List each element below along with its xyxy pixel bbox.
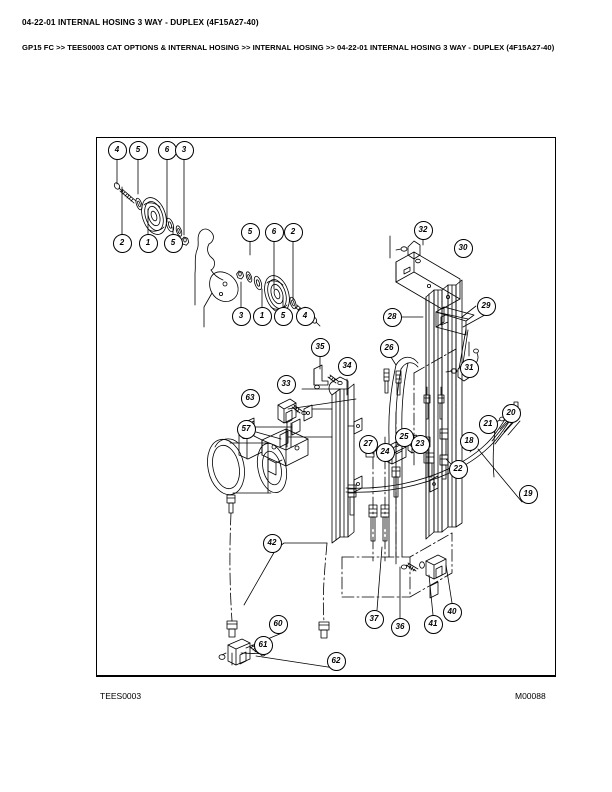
callout-2[interactable]: 2 xyxy=(112,233,132,253)
callout-1[interactable]: 1 xyxy=(138,233,158,253)
callout-42[interactable]: 42 xyxy=(262,533,282,553)
callout-27[interactable]: 27 xyxy=(358,434,378,454)
callout-24[interactable]: 24 xyxy=(375,442,395,462)
callout-33[interactable]: 33 xyxy=(276,374,296,394)
callout-32[interactable]: 32 xyxy=(413,220,433,240)
callout-29[interactable]: 29 xyxy=(476,296,496,316)
callout-21[interactable]: 21 xyxy=(478,414,498,434)
callout-26[interactable]: 26 xyxy=(379,338,399,358)
callout-6[interactable]: 6 xyxy=(157,140,177,160)
callout-35[interactable]: 35 xyxy=(310,337,330,357)
callout-6[interactable]: 6 xyxy=(264,222,284,242)
callout-19[interactable]: 19 xyxy=(518,484,538,504)
callout-62[interactable]: 62 xyxy=(326,651,346,671)
callout-2[interactable]: 2 xyxy=(283,222,303,242)
callout-61[interactable]: 61 xyxy=(253,635,273,655)
callout-36[interactable]: 36 xyxy=(390,617,410,637)
callout-18[interactable]: 18 xyxy=(459,431,479,451)
diagram-artwork xyxy=(96,137,556,676)
callout-5[interactable]: 5 xyxy=(273,306,293,326)
callout-5[interactable]: 5 xyxy=(163,233,183,253)
callout-3[interactable]: 3 xyxy=(231,306,251,326)
callout-28[interactable]: 28 xyxy=(382,307,402,327)
callout-20[interactable]: 20 xyxy=(501,403,521,423)
callout-57[interactable]: 57 xyxy=(236,419,256,439)
callout-30[interactable]: 30 xyxy=(453,238,473,258)
callout-41[interactable]: 41 xyxy=(423,614,443,634)
callout-3[interactable]: 3 xyxy=(174,140,194,160)
callout-22[interactable]: 22 xyxy=(448,459,468,479)
callout-4[interactable]: 4 xyxy=(107,140,127,160)
callout-5[interactable]: 5 xyxy=(240,222,260,242)
breadcrumb: GP15 FC >> TEES0003 CAT OPTIONS & INTERN… xyxy=(22,43,555,52)
callout-23[interactable]: 23 xyxy=(410,434,430,454)
callout-5[interactable]: 5 xyxy=(128,140,148,160)
footer-left-label: TEES0003 xyxy=(100,691,142,701)
callout-34[interactable]: 34 xyxy=(337,356,357,376)
callout-40[interactable]: 40 xyxy=(442,602,462,622)
page-title: 04-22-01 INTERNAL HOSING 3 WAY - DUPLEX … xyxy=(22,18,259,27)
callout-4[interactable]: 4 xyxy=(295,306,315,326)
callout-37[interactable]: 37 xyxy=(364,609,384,629)
callout-63[interactable]: 63 xyxy=(240,388,260,408)
callout-31[interactable]: 31 xyxy=(459,358,479,378)
footer-divider xyxy=(96,676,556,677)
footer-right-label: M00088 xyxy=(515,691,546,701)
callout-1[interactable]: 1 xyxy=(252,306,272,326)
callout-60[interactable]: 60 xyxy=(268,614,288,634)
